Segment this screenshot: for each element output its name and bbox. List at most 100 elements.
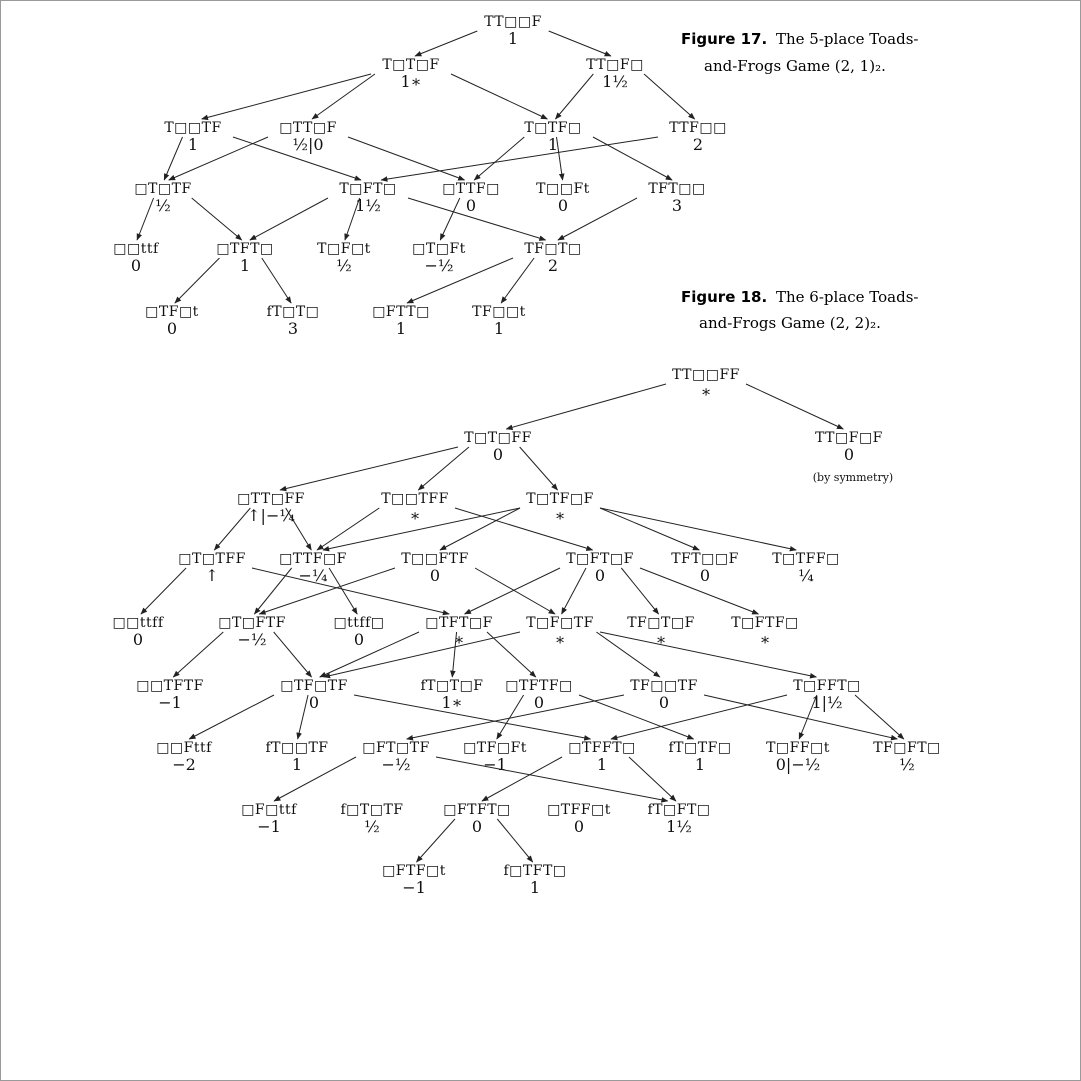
tree-edge-f17_a-to-f17_c xyxy=(201,73,372,121)
node-position-label: fT□T□ xyxy=(267,304,320,320)
node-position-label: □TF□Ft xyxy=(463,740,527,756)
node-game-value: 1 xyxy=(508,29,518,48)
tree-node-f18_x: T□FFT□1|½ xyxy=(793,678,860,712)
tree-edge-f18_t-to-f18_ac xyxy=(353,694,592,741)
tree-edge-f18_p-to-f18_w xyxy=(596,631,661,678)
tree-node-f18_n: □ttff□0 xyxy=(333,615,384,649)
tree-edge-f18_ai-to-f18_al xyxy=(416,818,456,863)
tree-node-f18_ak: fT□FT□1½ xyxy=(647,802,710,836)
tree-node-f18_u: fT□T□F1∗ xyxy=(420,678,483,712)
tree-edge-f18_a-to-f18_e xyxy=(519,446,558,491)
node-game-value: 1½ xyxy=(355,196,381,215)
tree-edge-f17_p-to-f17_s xyxy=(406,257,514,304)
tree-node-f17_t: TF□□t1 xyxy=(472,304,525,338)
figure18-caption-line2: and-Frogs Game (2, 2)₂. xyxy=(699,314,881,332)
tree-node-f17_n: T□F□t½ xyxy=(317,241,371,275)
tree-edge-f17_root-to-f17_b xyxy=(548,30,612,57)
node-game-value: ½|0 xyxy=(292,135,323,154)
node-position-label: □□ttf xyxy=(113,241,160,257)
node-game-value: 1½ xyxy=(666,817,692,836)
node-position-label: T□F□t xyxy=(317,241,371,257)
node-game-value: 0 xyxy=(844,445,854,464)
tree-edge-f18_c-to-f18_f xyxy=(213,507,251,551)
node-position-label: □T□FTF xyxy=(218,615,286,631)
tree-node-f17_h: T□FT□1½ xyxy=(339,181,396,215)
tree-node-f17_root: TT□□F1 xyxy=(484,14,542,48)
node-position-label: □TTF□ xyxy=(442,181,500,197)
node-game-value: 0 xyxy=(558,196,568,215)
tree-edge-f18_v-to-f18_ab xyxy=(496,694,525,740)
tree-edge-f17_b-to-f17_f xyxy=(643,73,696,120)
tree-edge-f17_m-to-f17_r xyxy=(261,257,292,304)
node-game-value: ½ xyxy=(336,256,352,275)
node-position-label: fT□T□F xyxy=(420,678,483,694)
tree-node-f18_aj: □TFF□t0 xyxy=(547,802,610,836)
node-game-value: 3 xyxy=(672,196,682,215)
tree-edge-f18_f-to-f18_l xyxy=(140,567,187,615)
tree-edge-f18_p-to-f18_x xyxy=(599,631,818,679)
tree-node-f18_am: f□TFT□1 xyxy=(503,863,566,897)
node-game-value: 0 xyxy=(659,693,669,712)
node-position-label: fT□TF□ xyxy=(668,740,731,756)
tree-node-f18_v: □TFTF□0 xyxy=(505,678,573,712)
tree-edge-f17_p-to-f17_t xyxy=(500,257,535,304)
node-position-label: □TFT□F xyxy=(425,615,493,631)
tree-node-f18_s: □□TFTF−1 xyxy=(136,678,203,712)
node-game-value: 1 xyxy=(530,878,540,897)
tree-node-f17_d: □TT□F½|0 xyxy=(279,120,336,154)
node-position-label: TT□□F xyxy=(484,14,542,30)
tree-edge-f17_b-to-f17_e xyxy=(555,73,594,120)
node-position-label: T□□FTF xyxy=(401,551,469,567)
node-position-label: □□Fttf xyxy=(156,740,213,756)
tree-edge-f18_w-to-f18_af xyxy=(703,694,898,741)
tree-node-f18_j: TFT□□F0 xyxy=(671,551,738,585)
node-game-value: ∗ xyxy=(454,630,465,649)
tree-edge-f18_h-to-f18_m xyxy=(258,567,396,615)
tree-edge-f18_i-to-f18_r xyxy=(639,567,760,615)
tree-edge-f17_e-to-f17_j xyxy=(556,136,565,181)
tree-edge-f17_d-to-f17_i xyxy=(347,136,466,181)
tree-edge-f18_o-to-f18_v xyxy=(486,631,537,678)
tree-node-f17_o: □T□Ft−½ xyxy=(412,241,465,275)
tree-edge-f18_e-to-f18_k xyxy=(599,507,797,552)
tree-edge-f18_f-to-f18_o xyxy=(251,567,450,616)
node-game-value: 1½ xyxy=(602,72,628,91)
tree-edge-f18_ac-to-f18_ak xyxy=(628,756,677,802)
tree-edge-f18_aa-to-f18_ag xyxy=(273,756,357,802)
tree-edge-f17_h-to-f17_n xyxy=(344,197,361,241)
node-game-value: −½ xyxy=(238,630,267,649)
node-game-value: 0 xyxy=(472,817,482,836)
tree-edge-f18_a-to-f18_d xyxy=(417,446,470,491)
node-game-value: 1 xyxy=(240,256,250,275)
tree-edge-f17_g-to-f17_m xyxy=(191,197,243,241)
node-position-label: TT□F□F xyxy=(815,430,883,446)
node-game-value: 0 xyxy=(131,256,141,275)
tree-edge-f18_o-to-f18_u xyxy=(450,631,458,678)
node-position-label: TF□T□ xyxy=(524,241,581,257)
tree-node-f17_c: T□□TF1 xyxy=(164,120,221,154)
node-game-value: 1 xyxy=(597,755,607,774)
node-game-value: 0 xyxy=(574,817,584,836)
tree-edge-f18_w-to-f18_aa xyxy=(406,694,625,741)
node-position-label: □TFFT□ xyxy=(568,740,636,756)
tree-edge-f18_ac-to-f18_ai xyxy=(481,756,563,802)
node-game-value: ↑|−¼ xyxy=(247,506,295,525)
node-position-label: TF□T□F xyxy=(627,615,695,631)
tree-node-f18_q: TF□T□F∗ xyxy=(627,615,695,649)
node-position-label: T□□TFF xyxy=(381,491,449,507)
node-game-value: 1 xyxy=(292,755,302,774)
figure18-caption: Figure 18. The 6-place Toads- and-Frogs … xyxy=(681,288,919,332)
tree-node-f18_b: TT□F□F0 xyxy=(815,430,883,464)
edges-layer xyxy=(136,30,905,863)
tree-node-f18_a: T□T□FF0 xyxy=(464,430,531,464)
node-position-label: □FTF□t xyxy=(382,863,446,879)
tree-edge-f18_x-to-f18_ac xyxy=(610,694,788,741)
tree-node-f18_m: □T□FTF−½ xyxy=(218,615,286,649)
node-position-label: □TFTF□ xyxy=(505,678,573,694)
tree-node-f18_f: □T□TFF↑ xyxy=(178,551,246,585)
node-position-label: □T□TFF xyxy=(178,551,246,567)
node-game-value: −½ xyxy=(425,256,454,275)
